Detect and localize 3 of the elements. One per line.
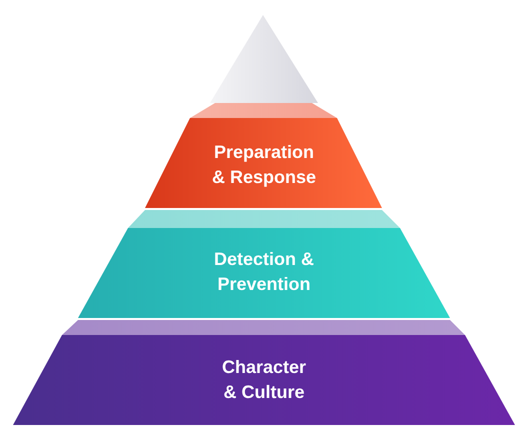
tier-label: Preparation & Response — [210, 141, 318, 189]
tier-label: Detection & Prevention — [212, 248, 315, 296]
tier-label: Character & Culture — [220, 356, 308, 404]
